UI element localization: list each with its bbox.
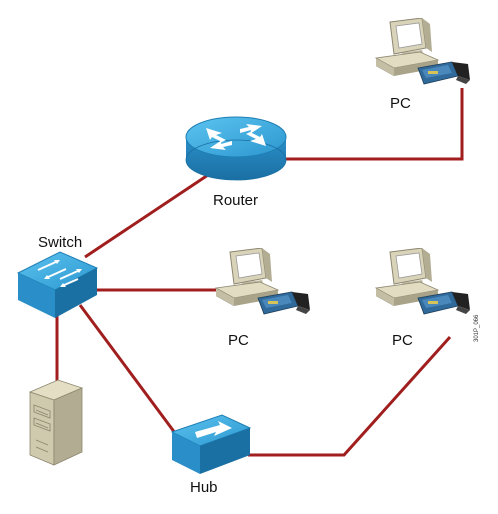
figure-code: 301P_066 [474,314,480,342]
pc-middle-label: PC [228,332,249,349]
cable-switch-hub [78,304,180,438]
router-icon [185,116,287,181]
hub-icon [170,414,252,474]
router-label: Router [213,192,259,209]
pc-icon-top [375,18,471,85]
pc-icon-middle [215,248,311,315]
switch-label: Switch [38,234,83,251]
pc-icon-right [375,248,471,315]
cable-hub-pc [248,335,452,457]
cable-router-pc [285,88,464,161]
hub-label: Hub [190,479,218,496]
cables [55,88,464,457]
cable-switch-router [84,173,209,259]
pc-right-label: PC [392,332,413,349]
server-icon [28,379,84,466]
pc-top-label: PC [390,95,411,112]
switch-icon [16,251,99,318]
